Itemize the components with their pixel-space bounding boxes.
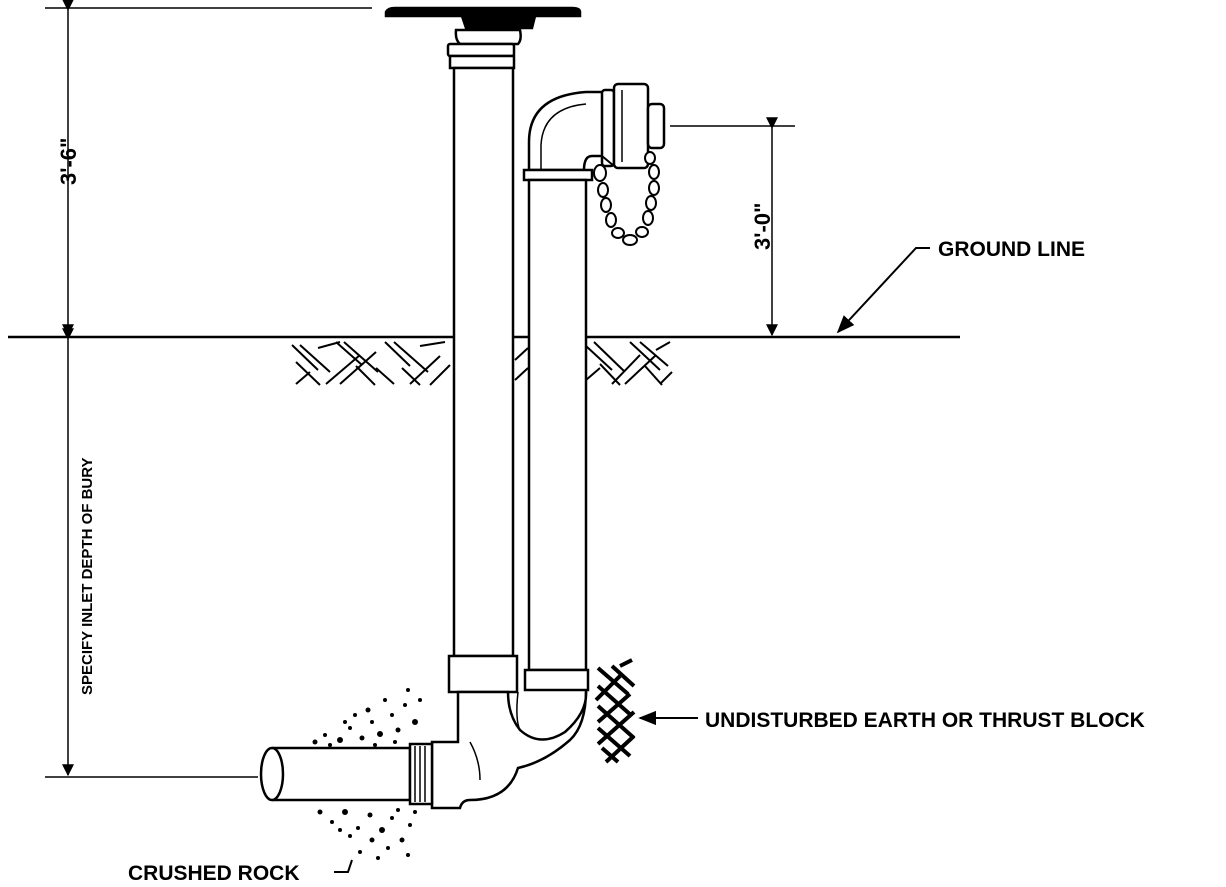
outlet-riser <box>522 82 666 692</box>
crushed-rock-label: CRUSHED ROCK <box>128 862 300 882</box>
crushed-rock <box>312 688 422 860</box>
outlet-height-dimension <box>670 117 795 337</box>
soil-hatching-left <box>291 341 451 386</box>
inlet-pipe <box>259 742 434 806</box>
thrust-block-hatching <box>594 658 636 764</box>
depth-of-bury-label: SPECIFY INLET DEPTH OF BURY <box>79 457 96 695</box>
soil-hatching-right <box>514 341 673 386</box>
cap-chain <box>593 151 660 246</box>
depth-of-bury-dimension <box>45 328 410 778</box>
ground-line-label: GROUND LINE <box>938 238 1085 261</box>
undisturbed-earth-label: UNDISTURBED EARTH OR THRUST BLOCK <box>705 709 1145 732</box>
outlet-height-label: 3'-0" <box>750 203 775 250</box>
ground-line-leader <box>836 247 930 334</box>
crushed-rock-leader <box>334 859 353 873</box>
overall-height-label: 3'-6" <box>56 138 81 185</box>
base-elbow <box>430 689 588 810</box>
main-riser <box>384 6 582 694</box>
overall-height-dimension <box>45 0 372 337</box>
